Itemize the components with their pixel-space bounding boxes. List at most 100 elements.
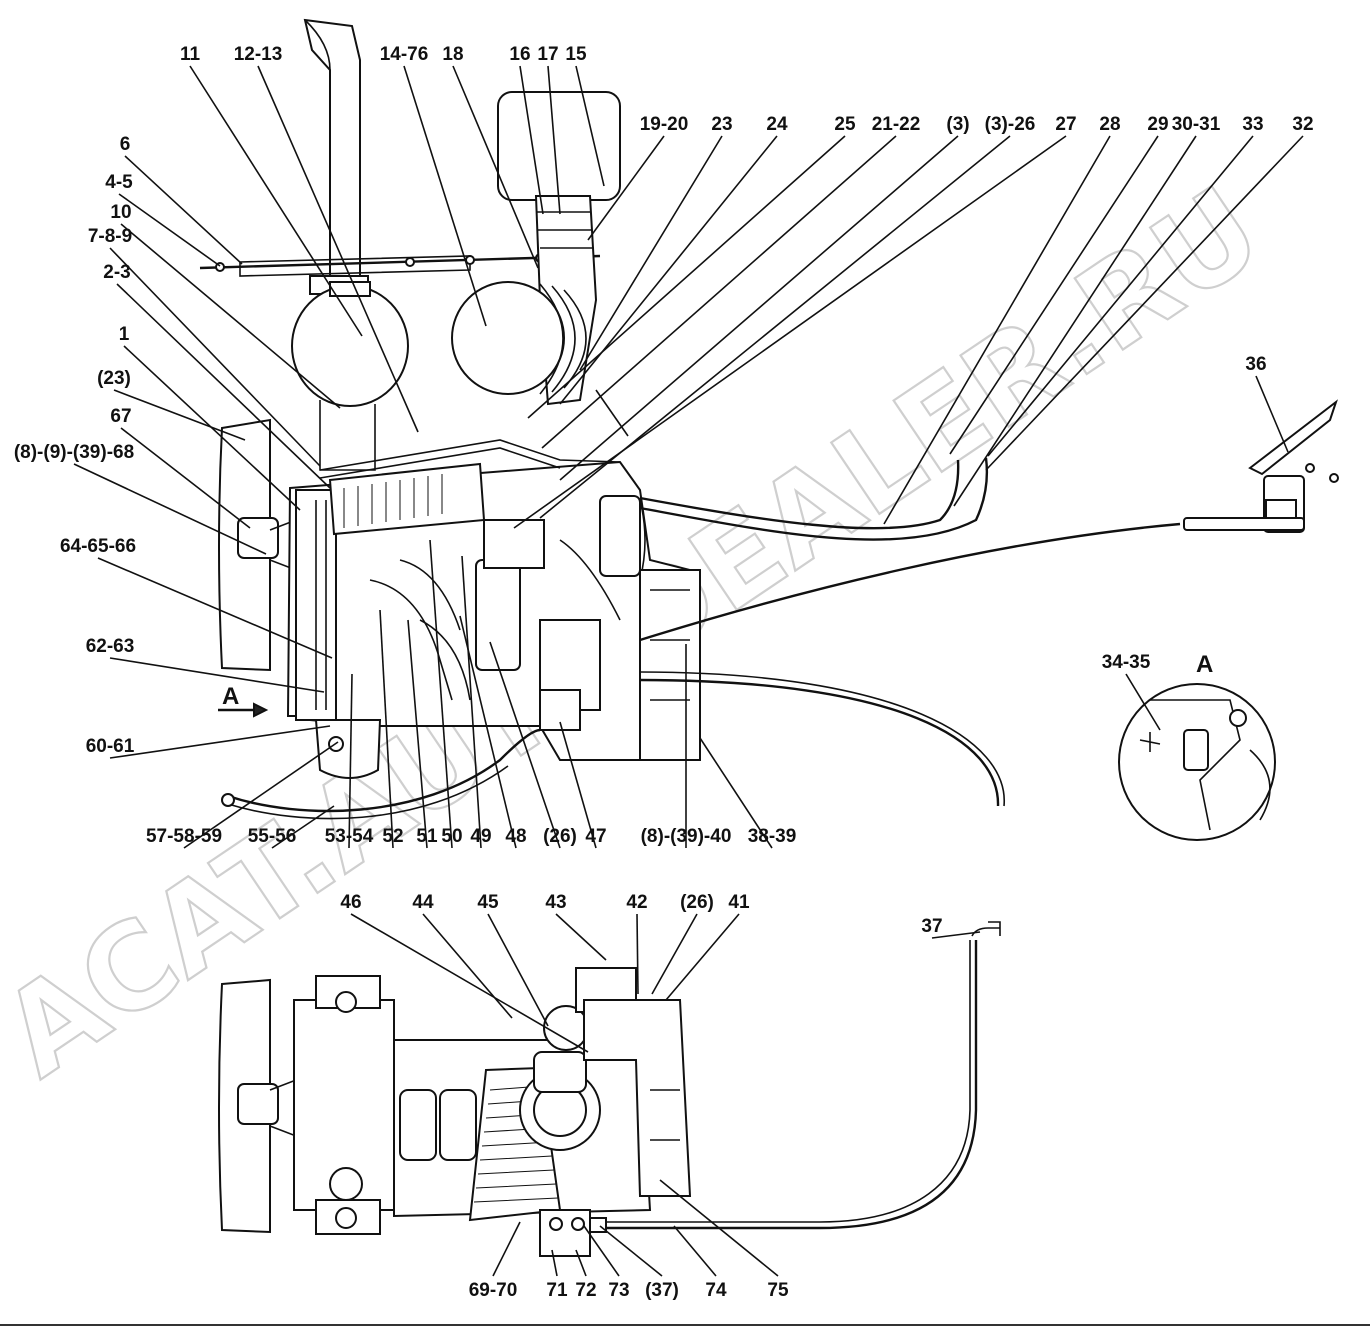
callout-label: 21-22 [872, 114, 921, 135]
callout-c45: 45 [477, 892, 549, 1027]
callout-c2-3: 2-3 [103, 262, 331, 489]
callout-leader-line [636, 913, 639, 995]
callout-c67: 67 [110, 406, 251, 529]
callout-leader-line [109, 657, 325, 693]
callout-leader-line [489, 641, 561, 849]
callout-leader-line [583, 1225, 620, 1277]
callout-leader-line [422, 913, 513, 1019]
callout-c8-9-39-68: (8)-(9)-(39)-68 [14, 442, 267, 555]
callout-label: 45 [477, 892, 499, 913]
drain-hose [639, 678, 1000, 807]
fuel-filter [475, 559, 521, 671]
callout-leader-line [109, 725, 331, 759]
callout-c24: 24 [559, 114, 788, 405]
callout-label: 46 [340, 892, 361, 913]
callout-leader-line [189, 65, 363, 337]
callout-label: 4-5 [105, 172, 133, 193]
callout-leader-line [699, 737, 773, 849]
callout-leader-line [379, 609, 394, 849]
exhaust-stack [303, 18, 361, 291]
callout-label: 15 [565, 44, 587, 65]
callout-leader-line [113, 389, 246, 441]
callout-label: 23 [711, 114, 732, 135]
callout-c64-65-66: 64-65-66 [60, 536, 333, 659]
callout-label: 18 [442, 44, 463, 65]
callout-c23: 23 [579, 114, 733, 371]
callout-leader-line [513, 135, 1067, 529]
callout-label: (23) [97, 368, 131, 389]
callout-label: 67 [110, 406, 131, 427]
callout-c49: 49 [461, 555, 492, 849]
callout-c52: 52 [379, 609, 404, 849]
callout-c15: 15 [565, 44, 605, 187]
callout-c8-39-40: (8)-(39)-40 [641, 644, 731, 848]
callout-leader-line [461, 555, 482, 849]
callout-label: 16 [509, 44, 530, 65]
callout-label: 57-58-59 [146, 826, 222, 847]
callout-label: 43 [545, 892, 566, 913]
callout-leader-line [487, 913, 549, 1027]
callout-c29: 29 [949, 114, 1169, 455]
callout-c72: 72 [575, 1249, 597, 1301]
oil-drain-hose [227, 728, 541, 813]
callout-c6: 6 [120, 134, 243, 265]
callout-leader-line [429, 539, 453, 849]
callout-c26b: (26) [489, 641, 577, 849]
callout-c4-5: 4-5 [105, 172, 221, 267]
callout-leader-line [407, 619, 428, 849]
callout-label: 7-8-9 [88, 226, 132, 247]
callout-c25: 25 [527, 114, 856, 419]
callout-c51: 51 [407, 619, 438, 849]
callout-c18: 18 [442, 44, 539, 269]
callout-c74: 74 [673, 1225, 727, 1301]
callout-leader-line [97, 557, 333, 659]
callout-leader-line [559, 135, 959, 481]
callout-leader-line [547, 65, 561, 215]
callout-c26c: (26) [651, 892, 714, 995]
callout-label: 49 [470, 826, 491, 847]
view-marker-label: A [222, 683, 239, 710]
callout-leader-line [587, 135, 665, 241]
callout-label: (37) [645, 1280, 679, 1301]
callout-c55-56: 55-56 [248, 805, 335, 849]
callout-leader-line [555, 913, 607, 961]
callout-leader-line [1255, 375, 1289, 453]
callout-leader-line [183, 741, 339, 849]
callout-c46: 46 [340, 892, 589, 1053]
callout-leader-line [931, 931, 981, 939]
callout-leader-line [116, 283, 331, 489]
callout-label: 2-3 [103, 262, 130, 283]
callout-leader-line [665, 913, 740, 1001]
callout-label: 28 [1099, 114, 1120, 135]
callout-c38-39: 38-39 [699, 737, 796, 849]
callout-leader-line [883, 135, 1111, 525]
callout-leader-line [492, 1221, 521, 1277]
callout-leader-line [659, 1179, 779, 1277]
callout-leader-line [118, 193, 221, 267]
callout-leader-line [109, 247, 321, 467]
callout-label: 1 [119, 324, 130, 345]
callout-leader-line [124, 155, 243, 265]
callout-c10: 10 [110, 202, 341, 409]
engine-side-view: A [199, 18, 1339, 820]
callout-c41: 41 [665, 892, 750, 1001]
callout-c37b: (37) [599, 1225, 679, 1301]
callout-leader-line [519, 65, 544, 215]
callout-c33: 33 [987, 114, 1264, 457]
callout-c16: 16 [509, 44, 544, 215]
callout-label: 55-56 [248, 826, 297, 847]
callout-leader-line [559, 135, 778, 405]
callout-c73: 73 [583, 1225, 630, 1301]
callout-label: 14-76 [380, 44, 429, 65]
flywheel-housing [639, 569, 701, 761]
callout-leader-line [541, 135, 897, 449]
callout-c36: 36 [1245, 354, 1289, 453]
callout-c14-76: 14-76 [380, 44, 487, 327]
callout-label: 34-35 [1102, 652, 1151, 673]
callout-c11: 11 [180, 44, 363, 337]
callout-label: (26) [680, 892, 714, 913]
air-cleaner-cap [497, 91, 621, 201]
callout-label: 60-61 [86, 736, 135, 757]
callout-label: 75 [767, 1280, 789, 1301]
